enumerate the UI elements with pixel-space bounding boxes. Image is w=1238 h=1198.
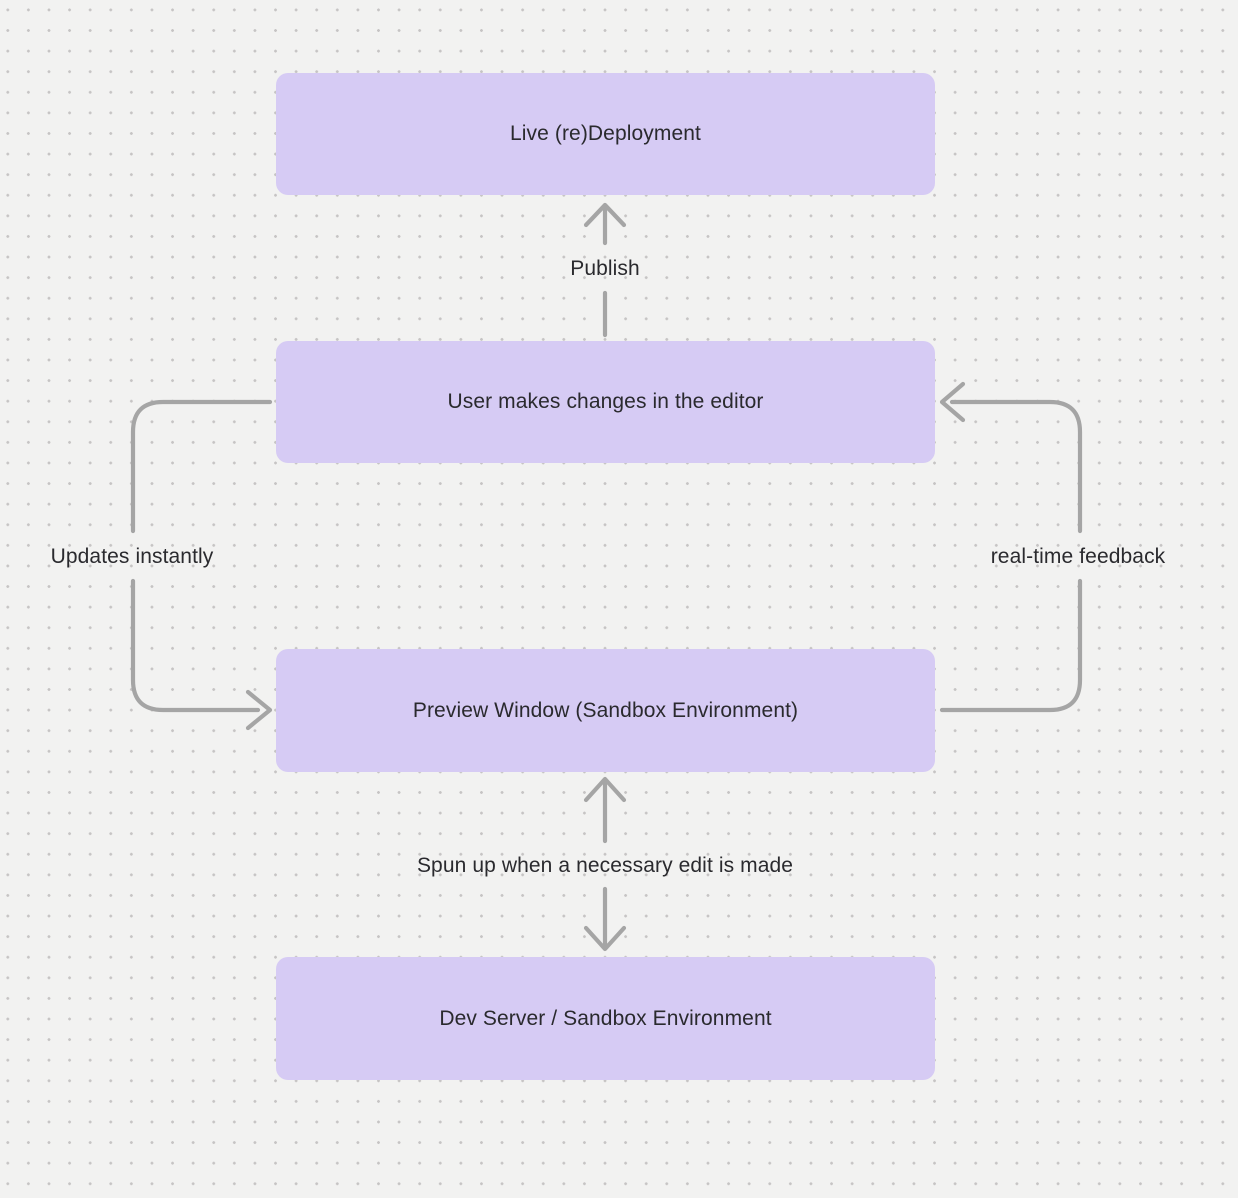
edge-spunup-arrowhead-up-icon[interactable] <box>583 776 627 803</box>
node-user-editor[interactable]: User makes changes in the editor <box>276 341 935 463</box>
edge-label-spun-up[interactable]: Spun up when a necessary edit is made <box>416 854 794 877</box>
edge-label-updates-instantly[interactable]: Updates instantly <box>50 545 214 568</box>
edge-feedback-line-upper[interactable] <box>949 399 1083 534</box>
edge-updates-arrowhead-right-icon[interactable] <box>245 689 273 731</box>
node-label: Preview Window (Sandbox Environment) <box>412 698 799 722</box>
edge-feedback-line-lower[interactable] <box>939 578 1083 713</box>
edge-updates-line-lower[interactable] <box>130 578 261 713</box>
node-live-redeployment[interactable]: Live (re)Deployment <box>276 73 935 195</box>
node-dev-server[interactable]: Dev Server / Sandbox Environment <box>276 957 935 1080</box>
edge-updates-line-upper[interactable] <box>130 399 273 534</box>
edge-label-real-time-feedback[interactable]: real-time feedback <box>990 545 1166 568</box>
edge-publish-arrowhead-up-icon[interactable] <box>583 202 627 228</box>
node-label: Live (re)Deployment <box>510 122 701 145</box>
node-label: Dev Server / Sandbox Environment <box>439 1006 772 1030</box>
edge-label-publish[interactable]: Publish <box>570 257 640 280</box>
node-preview-window[interactable]: Preview Window (Sandbox Environment) <box>276 649 935 772</box>
edge-spunup-arrowhead-down-icon[interactable] <box>583 925 627 952</box>
edge-feedback-arrowhead-left-icon[interactable] <box>939 381 966 423</box>
node-label: User makes changes in the editor <box>447 390 764 413</box>
